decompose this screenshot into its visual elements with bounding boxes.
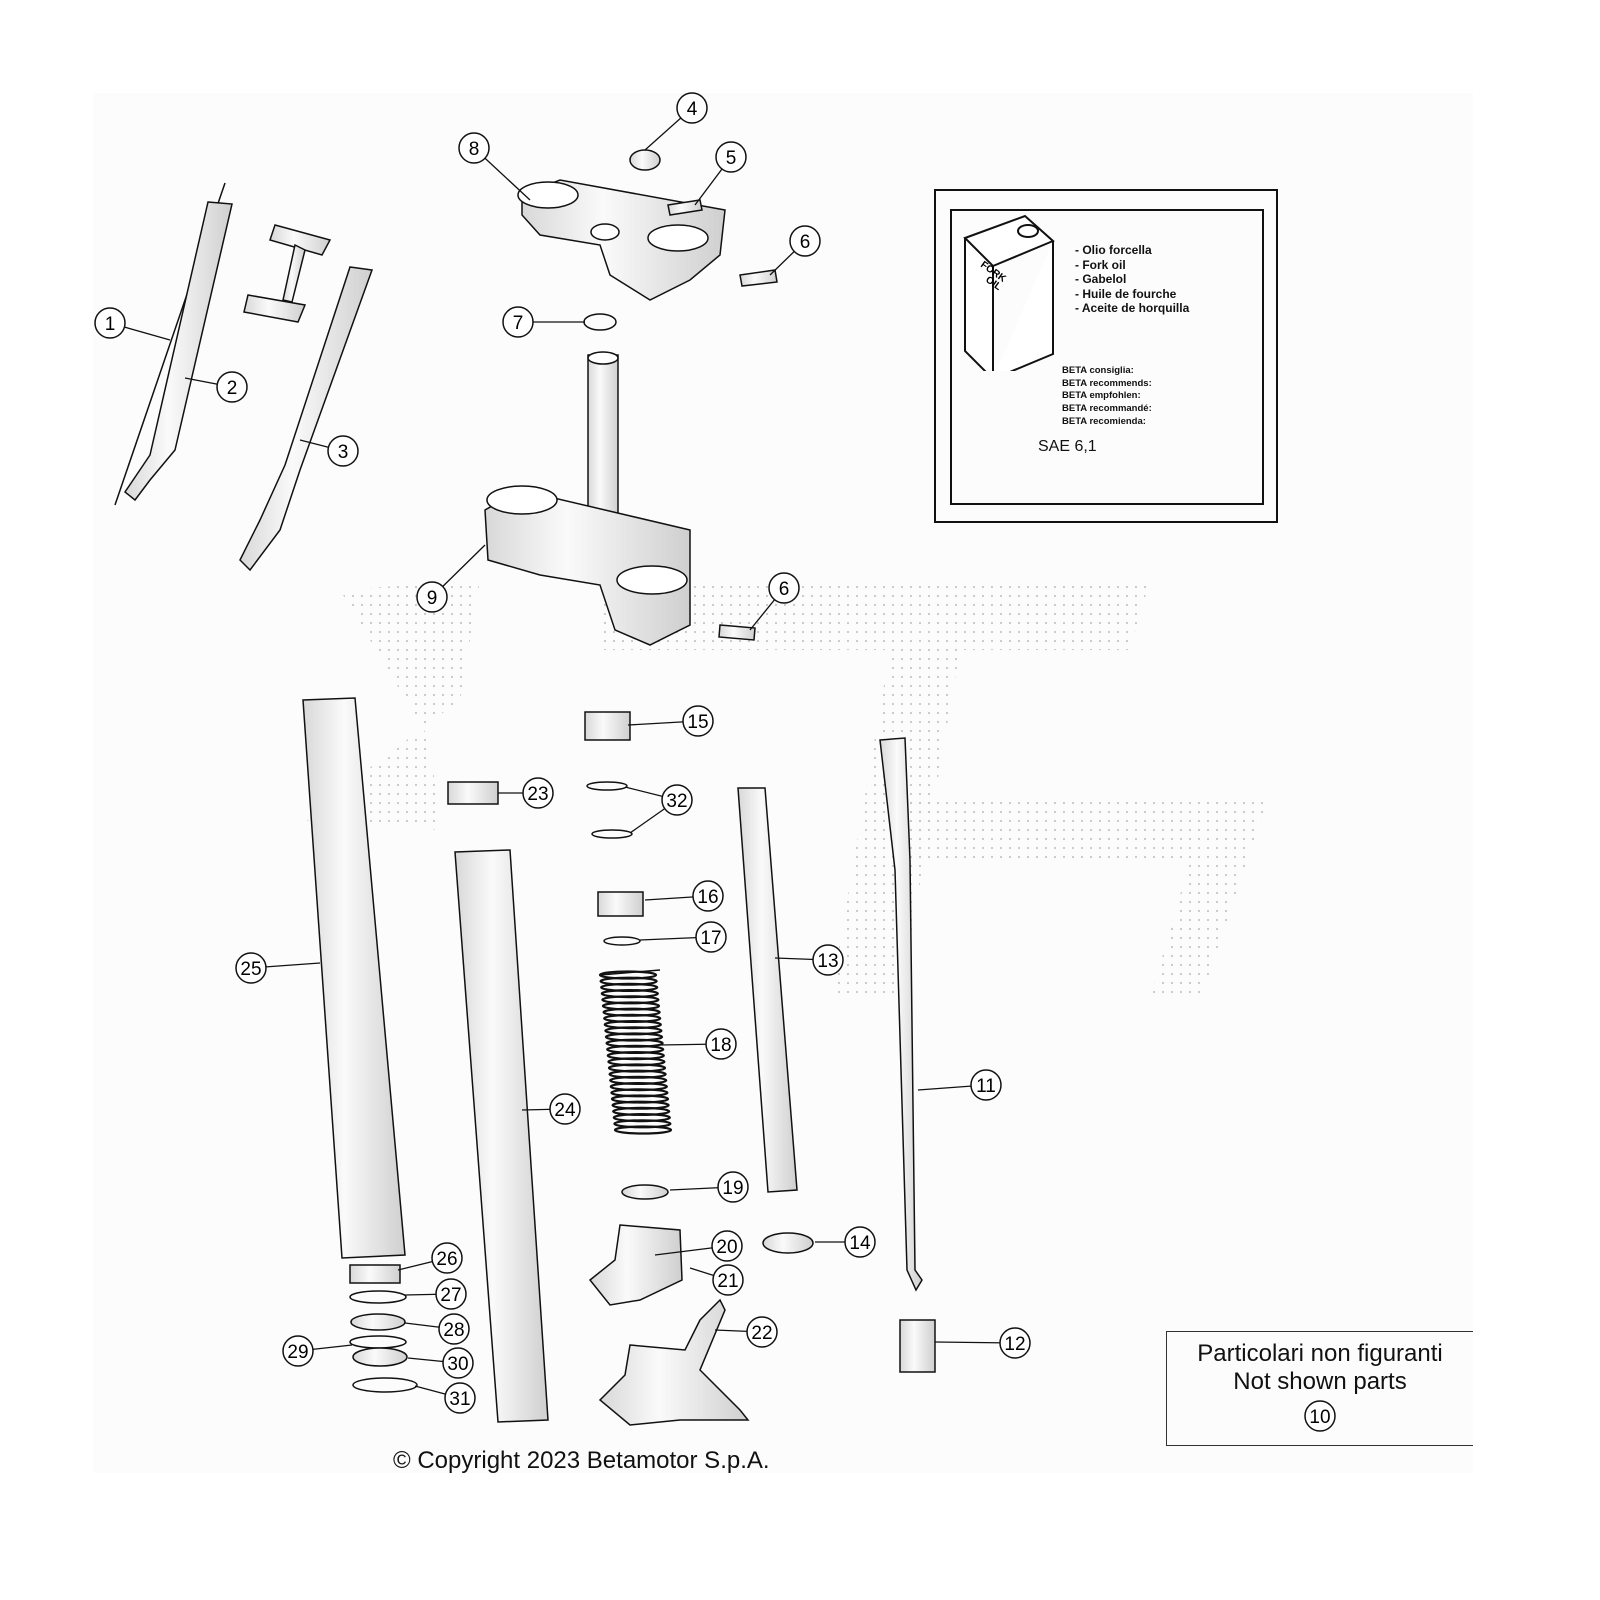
- watermark-logo: [300, 580, 1270, 1000]
- callout-12[interactable]: 12: [999, 1327, 1031, 1359]
- callout-label: 9: [427, 588, 438, 609]
- callout-11[interactable]: 11: [970, 1069, 1002, 1101]
- callout-label: 15: [687, 712, 708, 733]
- callout-32[interactable]: 32: [661, 784, 693, 816]
- callout-24[interactable]: 24: [549, 1093, 581, 1125]
- callout-4[interactable]: 4: [676, 92, 708, 124]
- not-shown-english: Not shown parts: [1233, 1368, 1407, 1395]
- callout-19[interactable]: 19: [717, 1171, 749, 1203]
- callout-label: 16: [697, 887, 718, 908]
- not-shown-parts-box: Particolari non figuranti Not shown part…: [1166, 1331, 1473, 1446]
- callout-15[interactable]: 15: [682, 705, 714, 737]
- callout-21[interactable]: 21: [712, 1264, 744, 1296]
- callout-5[interactable]: 5: [715, 141, 747, 173]
- callout-28[interactable]: 28: [438, 1313, 470, 1345]
- callout-13[interactable]: 13: [812, 944, 844, 976]
- not-shown-italian: Particolari non figuranti: [1197, 1340, 1443, 1367]
- callout-label: 24: [554, 1100, 576, 1121]
- callout-label: 2: [227, 378, 238, 399]
- callout-label: 20: [716, 1237, 737, 1258]
- callout-29[interactable]: 29: [282, 1335, 314, 1367]
- callout-6[interactable]: 6: [789, 225, 821, 257]
- callout-label: 5: [726, 148, 737, 169]
- copyright: © Copyright 2023 Betamotor S.p.A.: [393, 1447, 770, 1474]
- callout-14[interactable]: 14: [844, 1226, 876, 1258]
- callout-label: 3: [338, 442, 349, 463]
- callout-label: 19: [722, 1178, 743, 1199]
- callout-label: 7: [513, 313, 524, 334]
- oil-grade: SAE 6,1: [1038, 438, 1097, 455]
- callout-label: 25: [240, 959, 261, 980]
- oil-name: - Fork oil: [1075, 257, 1126, 272]
- callout-10[interactable]: 10: [1309, 1407, 1330, 1428]
- oil-name: - Aceite de horquilla: [1075, 301, 1190, 315]
- callout-9[interactable]: 9: [416, 581, 448, 613]
- oil-name: - Huile de fourche: [1075, 286, 1177, 301]
- fork-leg-right: [239, 266, 374, 572]
- callout-23[interactable]: 23: [522, 777, 554, 809]
- callout-label: 11: [976, 1076, 996, 1097]
- callout-22[interactable]: 22: [746, 1316, 778, 1348]
- callout-label: 17: [700, 928, 721, 949]
- callout-31[interactable]: 31: [444, 1382, 476, 1414]
- callout-label: 13: [817, 951, 838, 972]
- oil-name: - Olio forcella: [1075, 243, 1152, 257]
- inner-tube: [454, 849, 549, 1423]
- recommendations: BETA consiglia: BETA recommends: BETA em…: [1062, 365, 1152, 429]
- recommend-line: BETA recommends:: [1062, 377, 1152, 389]
- callout-6[interactable]: 6: [768, 572, 800, 604]
- recommend-line: BETA consiglia:: [1062, 365, 1134, 376]
- oil-can-icon: FORK OIL: [963, 214, 1055, 371]
- callout-26[interactable]: 26: [431, 1242, 463, 1274]
- callout-17[interactable]: 17: [695, 921, 727, 953]
- callout-7[interactable]: 7: [502, 306, 534, 338]
- callout-label: 6: [800, 232, 811, 253]
- callout-27[interactable]: 27: [435, 1278, 467, 1310]
- callout-8[interactable]: 8: [458, 132, 490, 164]
- callout-label: 30: [447, 1354, 468, 1375]
- callout-30[interactable]: 30: [442, 1347, 474, 1379]
- spring: [598, 970, 673, 1135]
- callout-2[interactable]: 2: [216, 371, 248, 403]
- recommend-line: BETA recommandé:: [1062, 403, 1152, 415]
- callout-label: 1: [105, 314, 116, 335]
- outer-tube: [302, 697, 406, 1259]
- callout-label: 12: [1004, 1334, 1025, 1355]
- callout-label: 6: [779, 579, 790, 600]
- callout-label: 32: [666, 791, 687, 812]
- lower-triple-clamp: [484, 489, 691, 646]
- callout-label: 18: [710, 1035, 731, 1056]
- callout-label: 23: [527, 784, 548, 805]
- callout-label: 29: [287, 1342, 308, 1363]
- callout-label: 27: [440, 1285, 461, 1306]
- fork-leg-left: [123, 201, 233, 502]
- callout-25[interactable]: 25: [235, 952, 267, 984]
- callout-16[interactable]: 16: [692, 880, 724, 912]
- oil-name: - Gabelol: [1075, 272, 1127, 286]
- cartridge: [879, 737, 923, 1292]
- recommend-line: BETA empfohlen:: [1062, 390, 1141, 402]
- callout-18[interactable]: 18: [705, 1028, 737, 1060]
- callout-3[interactable]: 3: [327, 435, 359, 467]
- callout-20[interactable]: 20: [711, 1230, 743, 1262]
- callout-1[interactable]: 1: [94, 307, 126, 339]
- callout-label: 21: [717, 1271, 738, 1292]
- callout-label: 8: [469, 139, 480, 160]
- oil-names: - Olio forcella - Fork oil - Gabelol - H…: [1075, 243, 1189, 316]
- callout-label: 14: [849, 1233, 871, 1254]
- fork-oil-info-box: FORK OIL - Olio forcella - Fork oil - Ga…: [934, 189, 1278, 523]
- callout-label: 31: [449, 1389, 470, 1410]
- fork-oil-inner-frame: FORK OIL - Olio forcella - Fork oil - Ga…: [950, 209, 1264, 505]
- callout-label: 4: [687, 99, 698, 120]
- recommend-line: BETA recomienda:: [1062, 415, 1146, 427]
- callout-label: 28: [443, 1320, 464, 1341]
- callout-label: 22: [751, 1323, 772, 1344]
- callout-label: 26: [436, 1249, 457, 1270]
